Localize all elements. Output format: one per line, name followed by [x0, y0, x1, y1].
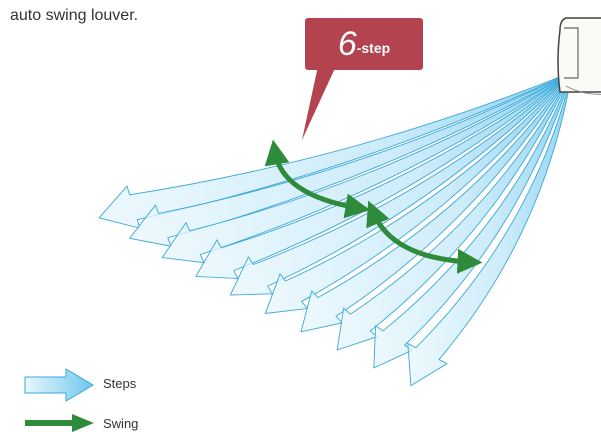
- swing-arrow-icon: [366, 200, 483, 274]
- swing-legend-arrow-icon: [25, 414, 94, 432]
- step-count-badge: 6 -step: [305, 18, 423, 70]
- badge-number: 6: [337, 25, 357, 63]
- airflow-step-arrow: [195, 71, 573, 280]
- airflow-fan-icon: [98, 71, 573, 387]
- swing-arrow-icon: [264, 139, 371, 219]
- airflow-step-arrow: [336, 71, 573, 351]
- legend-swing-label: Swing: [103, 416, 139, 431]
- badge-pointer: [302, 66, 336, 140]
- airflow-step-arrow: [300, 71, 573, 333]
- airflow-step-arrow: [161, 71, 573, 264]
- intro-text: auto swing louver.: [10, 7, 139, 24]
- airflow-step-arrow: [98, 71, 573, 229]
- airflow-step-arrow: [264, 71, 573, 315]
- air-conditioner-unit-icon: [557, 17, 601, 95]
- airflow-step-arrow: [128, 71, 573, 247]
- badge-unit: -step: [356, 40, 391, 56]
- badge-box: [305, 18, 423, 70]
- steps-legend-arrow-icon: [24, 368, 94, 402]
- airflow-step-arrow: [407, 71, 573, 387]
- legend-steps-label: Steps: [103, 376, 137, 391]
- airflow-step-arrow: [229, 71, 573, 296]
- airflow-step-arrow: [373, 71, 573, 369]
